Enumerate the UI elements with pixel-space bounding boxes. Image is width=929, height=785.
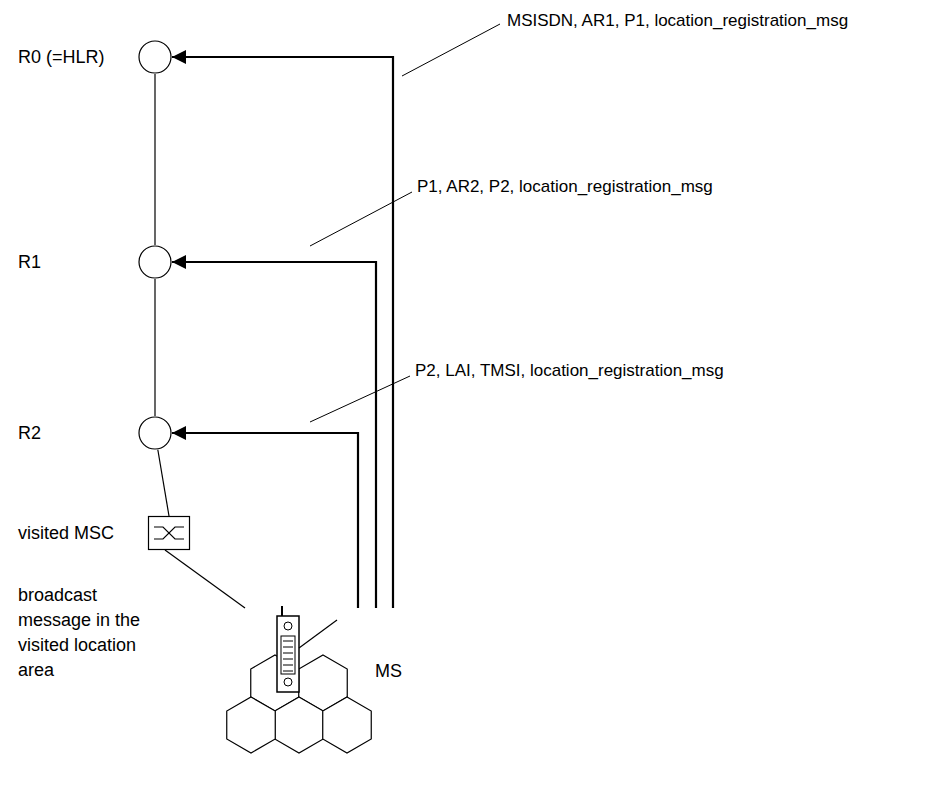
leader-line [310, 376, 410, 422]
mobile-station: MS [225, 608, 405, 783]
register-node: R1 [138, 245, 172, 279]
register-node: R2 [138, 416, 172, 450]
node-label: visited MSC [18, 522, 114, 544]
message-label: P2, LAI, TMSI, location_registration_msg [413, 360, 726, 382]
message-arrow [172, 57, 393, 608]
link-line [154, 74, 155, 245]
node-label: R2 [18, 422, 41, 444]
circle-outline [138, 245, 172, 279]
msc-outline [148, 516, 190, 550]
link-line [154, 279, 155, 416]
link-line [165, 550, 245, 608]
circle-outline [138, 416, 172, 450]
message-label: P1, AR2, P2, location_registration_msg [415, 176, 715, 198]
ms-outline [225, 608, 405, 783]
link-line [158, 450, 169, 516]
message-label: MSISDN, AR1, P1, location_registration_m… [505, 10, 850, 32]
message-arrow [172, 433, 358, 608]
node-label: MS [375, 660, 402, 682]
leader-line [310, 192, 412, 246]
node-label: R0 (=HLR) [18, 46, 105, 68]
node-label: R1 [18, 251, 41, 273]
leader-line [402, 24, 500, 76]
note-text: broadcast message in the visited locatio… [18, 583, 168, 683]
message-arrow [172, 262, 376, 608]
msc-switch: visited MSC [148, 516, 190, 550]
register-node: R0 (=HLR) [138, 40, 172, 74]
circle-outline [138, 40, 172, 74]
